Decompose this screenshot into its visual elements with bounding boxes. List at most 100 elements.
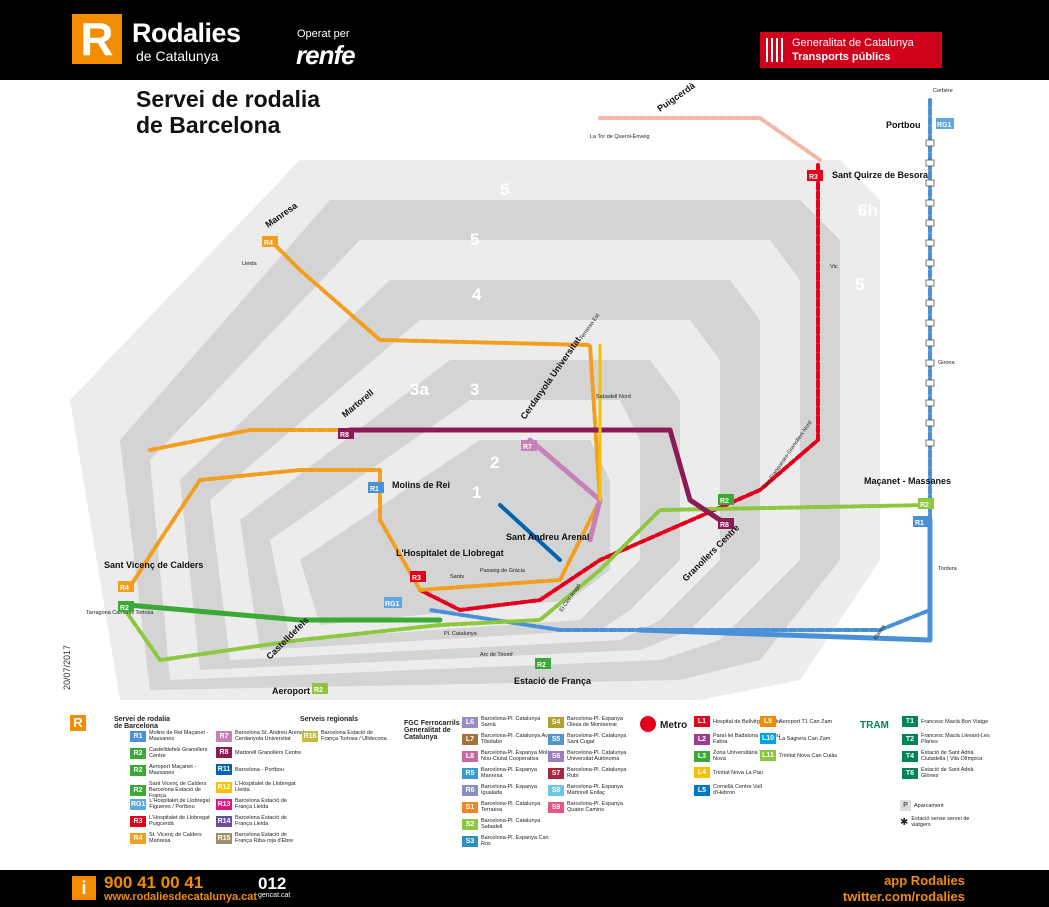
legend-parking: P Aparcament	[900, 800, 944, 811]
r11-line	[498, 503, 562, 562]
legend-item-label: L'Hospitalet de Llobregat Puigcerdà	[149, 815, 210, 827]
line-badge: S7	[548, 767, 564, 779]
badge-r2-macanet	[918, 498, 934, 509]
legend-regional-head: Serveis regionals	[300, 716, 358, 723]
r4-upper-line	[148, 428, 342, 452]
zone-numbers: 5 5 4 3 2 1 5 6h 3a	[410, 180, 878, 502]
zone-6-east-label: 5	[855, 275, 864, 294]
station-lleida: Lleida	[242, 261, 258, 267]
station-sant-quirze: Sant Quirze de Besora	[832, 170, 929, 180]
title-line1: Servei de rodalia	[136, 86, 321, 112]
line-badge: T4	[902, 750, 918, 762]
page-title: Servei de rodalia de Barcelona	[136, 86, 320, 138]
title-line2: de Barcelona	[136, 112, 281, 138]
footer-012-sub: gencat.cat	[258, 892, 291, 899]
r2-south-line	[125, 602, 443, 623]
zone-6h-label: 6h	[858, 201, 878, 220]
zone-5-label: 5	[470, 230, 479, 249]
legend-no-service-label: Estació sense servei de viatgers	[911, 816, 970, 828]
station-puigcerda: Puigcerdà	[655, 80, 697, 114]
svg-text:RG1: RG1	[937, 122, 952, 129]
svg-text:R1: R1	[915, 520, 924, 527]
badge-r8-granollers	[718, 518, 734, 529]
legend-parking-label: Aparcament	[914, 802, 944, 809]
legend-item-label: Barcelona-Pl. Espanya Can Ros	[481, 835, 549, 847]
zone-3-label: 3	[470, 380, 479, 399]
station-vic: Vic	[830, 264, 838, 270]
legend-item-label: Estació de Sant Adrià Glòries	[921, 767, 974, 779]
line-badge: L4	[694, 767, 710, 778]
rodalies-logo-icon: R	[72, 14, 122, 64]
footer-012[interactable]: 012	[258, 874, 287, 893]
network-map[interactable]: 5 5 4 3 2 1 5 6h 3a Puigcerdà La Tor de …	[0, 80, 1049, 710]
legend-item-label: Sant Vicenç de Calders Barcelona Estació…	[149, 781, 207, 799]
line-badge: L3	[694, 750, 710, 762]
svg-text:R2: R2	[314, 687, 323, 694]
svg-text:R3: R3	[809, 174, 818, 181]
r3-line	[418, 163, 820, 612]
legend-no-service: ✱ Estació sense servei de viatgers	[900, 816, 981, 828]
station-quero: La Tor de Querol-Enveig	[590, 134, 650, 140]
footer-web[interactable]: www.rodaliesdecatalunya.cat	[104, 891, 258, 903]
svg-text:RG1: RG1	[385, 601, 400, 608]
badge-rg1	[936, 118, 954, 129]
legend-item-label: Aeroport Maçanet - Massanes	[149, 764, 197, 776]
legend-item-label: Barcelona St. Andreu Arenal Cerdanyola U…	[235, 730, 305, 742]
station-aeroport: Aeroport	[272, 686, 310, 696]
badge-r2-aeroport	[312, 683, 328, 694]
badge-r3-hospitalet	[410, 571, 426, 582]
metro-icon	[640, 716, 656, 732]
footer-phone[interactable]: 900 41 00 41	[104, 873, 204, 892]
legend-item-label: Barcelona Estació de França Riba-roja d'…	[235, 832, 294, 844]
badge-r3	[807, 170, 823, 181]
line-badge: R14	[216, 815, 232, 827]
station-tarragona: Tarragona Cambrils Tortosa	[86, 610, 154, 616]
badge-r2-svc	[118, 601, 134, 612]
line-badge: L10	[760, 733, 776, 744]
legend-item-label: L'Hospitalet de Llobregat Figueres / Por…	[149, 798, 211, 810]
operat-label: Operat per	[297, 28, 350, 40]
svg-text:R1: R1	[370, 486, 379, 493]
svg-text:R2: R2	[720, 498, 729, 505]
legend-item-label: Barcelona-Pl. Catalunya Universitat Autò…	[567, 750, 627, 762]
footer-twitter[interactable]: twitter.com/rodalies	[842, 889, 965, 904]
gencat-logo: Generalitat de Catalunya Transports públ…	[760, 32, 942, 68]
renfe-logo: renfe	[296, 40, 356, 70]
svg-text:R8: R8	[720, 522, 729, 529]
svg-text:R2: R2	[920, 502, 929, 509]
legend-item-label: Barcelona - Portbou	[235, 766, 284, 773]
footer-app[interactable]: app Rodalies	[884, 873, 965, 888]
line-badge: R3	[130, 815, 146, 827]
station-macanet: Maçanet - Massanes	[864, 476, 951, 486]
badge-rg1-hospitalet	[384, 597, 402, 608]
line-badge: S6	[548, 750, 564, 762]
legend-item-label: Barcelona-Pl. Catalunya Sant Cugat	[567, 733, 627, 745]
asterisk-icon: ✱	[900, 816, 909, 828]
legend-item-label: Barcelona-Pl. Espanya Molí Nou-Ciutat Co…	[481, 750, 549, 762]
legend-item-label: Aeroport T1 Can Zam	[779, 718, 833, 725]
brand-name: Rodalies	[132, 18, 241, 48]
legend-item-label: Francesc Macià Llevant-Les Planes	[921, 733, 990, 745]
gencat-line1: Generalitat de Catalunya	[792, 37, 914, 49]
line-badge: L7	[462, 733, 478, 745]
legend-item-label: Barcelona-Pl. Catalunya Rubí	[567, 767, 627, 779]
